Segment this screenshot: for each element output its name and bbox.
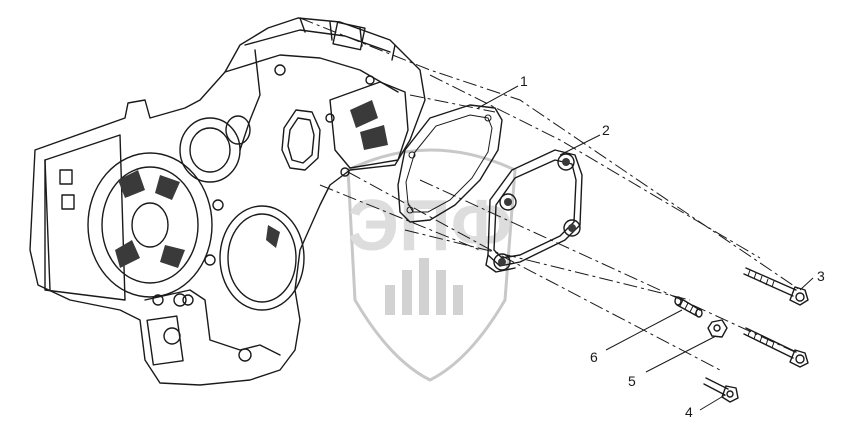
callout-4: 4 — [685, 404, 693, 420]
callout-3: 3 — [817, 268, 825, 284]
long-bolt-lower — [743, 327, 809, 368]
short-bolt-part-4 — [703, 377, 739, 403]
gasket-part-1 — [397, 104, 503, 223]
cover-plate-part-2 — [485, 149, 583, 273]
watermark-shield: ЭПФ — [346, 148, 517, 382]
callout-labels: 1 2 3 4 5 6 — [520, 73, 825, 420]
callout-1: 1 — [520, 73, 528, 89]
leader-lines — [477, 85, 814, 411]
callout-6: 6 — [590, 349, 598, 365]
callout-5: 5 — [628, 373, 636, 389]
callout-2: 2 — [602, 122, 610, 138]
nut-part-5 — [707, 319, 728, 338]
watermark-logo-text: ЭПФ — [348, 186, 512, 266]
long-bolt-part-3 — [743, 267, 809, 306]
stud-part-6 — [674, 296, 703, 318]
gear-housing — [29, 17, 426, 386]
